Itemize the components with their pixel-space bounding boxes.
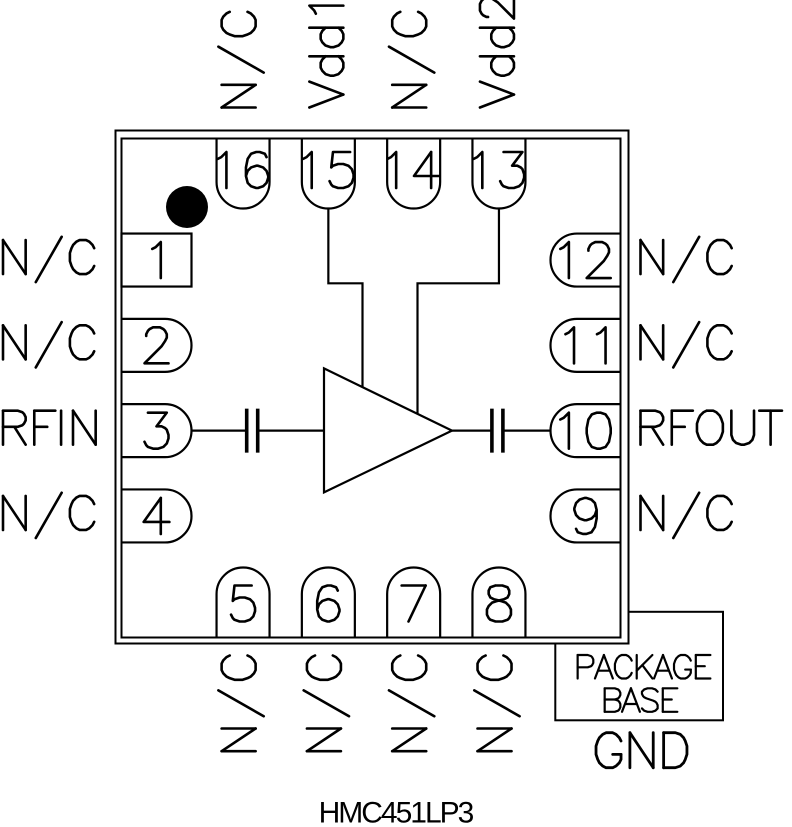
pin-5 bbox=[215, 566, 271, 638]
pin-3-number bbox=[143, 411, 170, 450]
pin-10-label bbox=[639, 409, 784, 446]
pin-4-label bbox=[1, 491, 96, 540]
pin-10-number bbox=[559, 411, 613, 450]
pin-3-label bbox=[1, 409, 97, 446]
pin-15-number bbox=[301, 150, 355, 190]
pin-13-label bbox=[478, 0, 516, 109]
pin-1 bbox=[120, 232, 193, 288]
pin-1-pad bbox=[120, 232, 193, 288]
pin-12-label bbox=[639, 235, 733, 284]
pin-7-label bbox=[387, 654, 436, 753]
pin-5-pad bbox=[215, 566, 271, 638]
pin-14-label bbox=[387, 10, 436, 109]
pin-8-number bbox=[485, 584, 513, 623]
pin-4-number bbox=[142, 496, 171, 536]
package-base bbox=[554, 610, 724, 722]
pin-1-number bbox=[150, 240, 163, 280]
pin-12-pad bbox=[549, 232, 621, 288]
pin-16-number bbox=[216, 150, 270, 190]
package-base-box bbox=[554, 610, 724, 722]
pin-16 bbox=[215, 138, 271, 210]
internal-circuit bbox=[191, 208, 551, 495]
pins bbox=[120, 138, 621, 638]
pin-6-number bbox=[315, 584, 341, 623]
pin-8-label bbox=[472, 654, 521, 753]
pin-16-pad bbox=[215, 138, 271, 210]
package-base-line1 bbox=[576, 653, 712, 680]
wire-vdd1-to-amp bbox=[327, 208, 364, 388]
pin-2-label bbox=[1, 320, 96, 369]
pin-4 bbox=[121, 488, 193, 544]
input-coupling-capacitor bbox=[244, 408, 260, 453]
pin-5-label bbox=[217, 654, 266, 753]
pin-8-pad bbox=[471, 566, 527, 638]
part-number-title: HMC451LP3 bbox=[319, 797, 474, 827]
pin-14 bbox=[386, 138, 442, 210]
pin-7-pad bbox=[386, 566, 442, 638]
pin-13-number bbox=[472, 150, 526, 190]
pin-11-label bbox=[639, 320, 733, 369]
pin-5-number bbox=[229, 584, 257, 623]
pin-6 bbox=[300, 566, 356, 638]
pin-15-label bbox=[308, 4, 345, 109]
wire-vdd2-to-amp bbox=[416, 208, 501, 414]
pin-11-number bbox=[564, 326, 607, 365]
package-inner-rect bbox=[120, 137, 622, 639]
pin-16-label bbox=[217, 10, 266, 109]
pin-4-pad bbox=[121, 488, 193, 544]
pin-2-number bbox=[143, 326, 170, 365]
pin-8 bbox=[471, 566, 527, 638]
ground-label bbox=[594, 731, 689, 770]
pin-6-pad bbox=[300, 566, 356, 638]
pin-11-pad bbox=[549, 317, 621, 373]
pin-14-number bbox=[386, 150, 442, 190]
pin-1-label bbox=[1, 235, 96, 284]
pin-12-number bbox=[559, 240, 613, 280]
output-coupling-capacitor bbox=[490, 408, 505, 453]
pin-9-label bbox=[639, 491, 733, 540]
package-base-line2 bbox=[603, 687, 679, 713]
pin-14-pad bbox=[386, 138, 442, 210]
pin-9-number bbox=[573, 496, 598, 536]
pin-9-pad bbox=[549, 488, 621, 544]
pin-7 bbox=[386, 566, 442, 638]
pin1-indicator-dot bbox=[166, 186, 208, 228]
pin-11 bbox=[549, 317, 621, 373]
pin-9 bbox=[549, 488, 621, 544]
pin-labels bbox=[1, 0, 784, 753]
pin-2-pad bbox=[121, 317, 193, 373]
pin-2 bbox=[121, 317, 193, 373]
pin-12 bbox=[549, 232, 621, 288]
pin-6-label bbox=[302, 654, 351, 753]
pin-7-number bbox=[400, 584, 427, 623]
